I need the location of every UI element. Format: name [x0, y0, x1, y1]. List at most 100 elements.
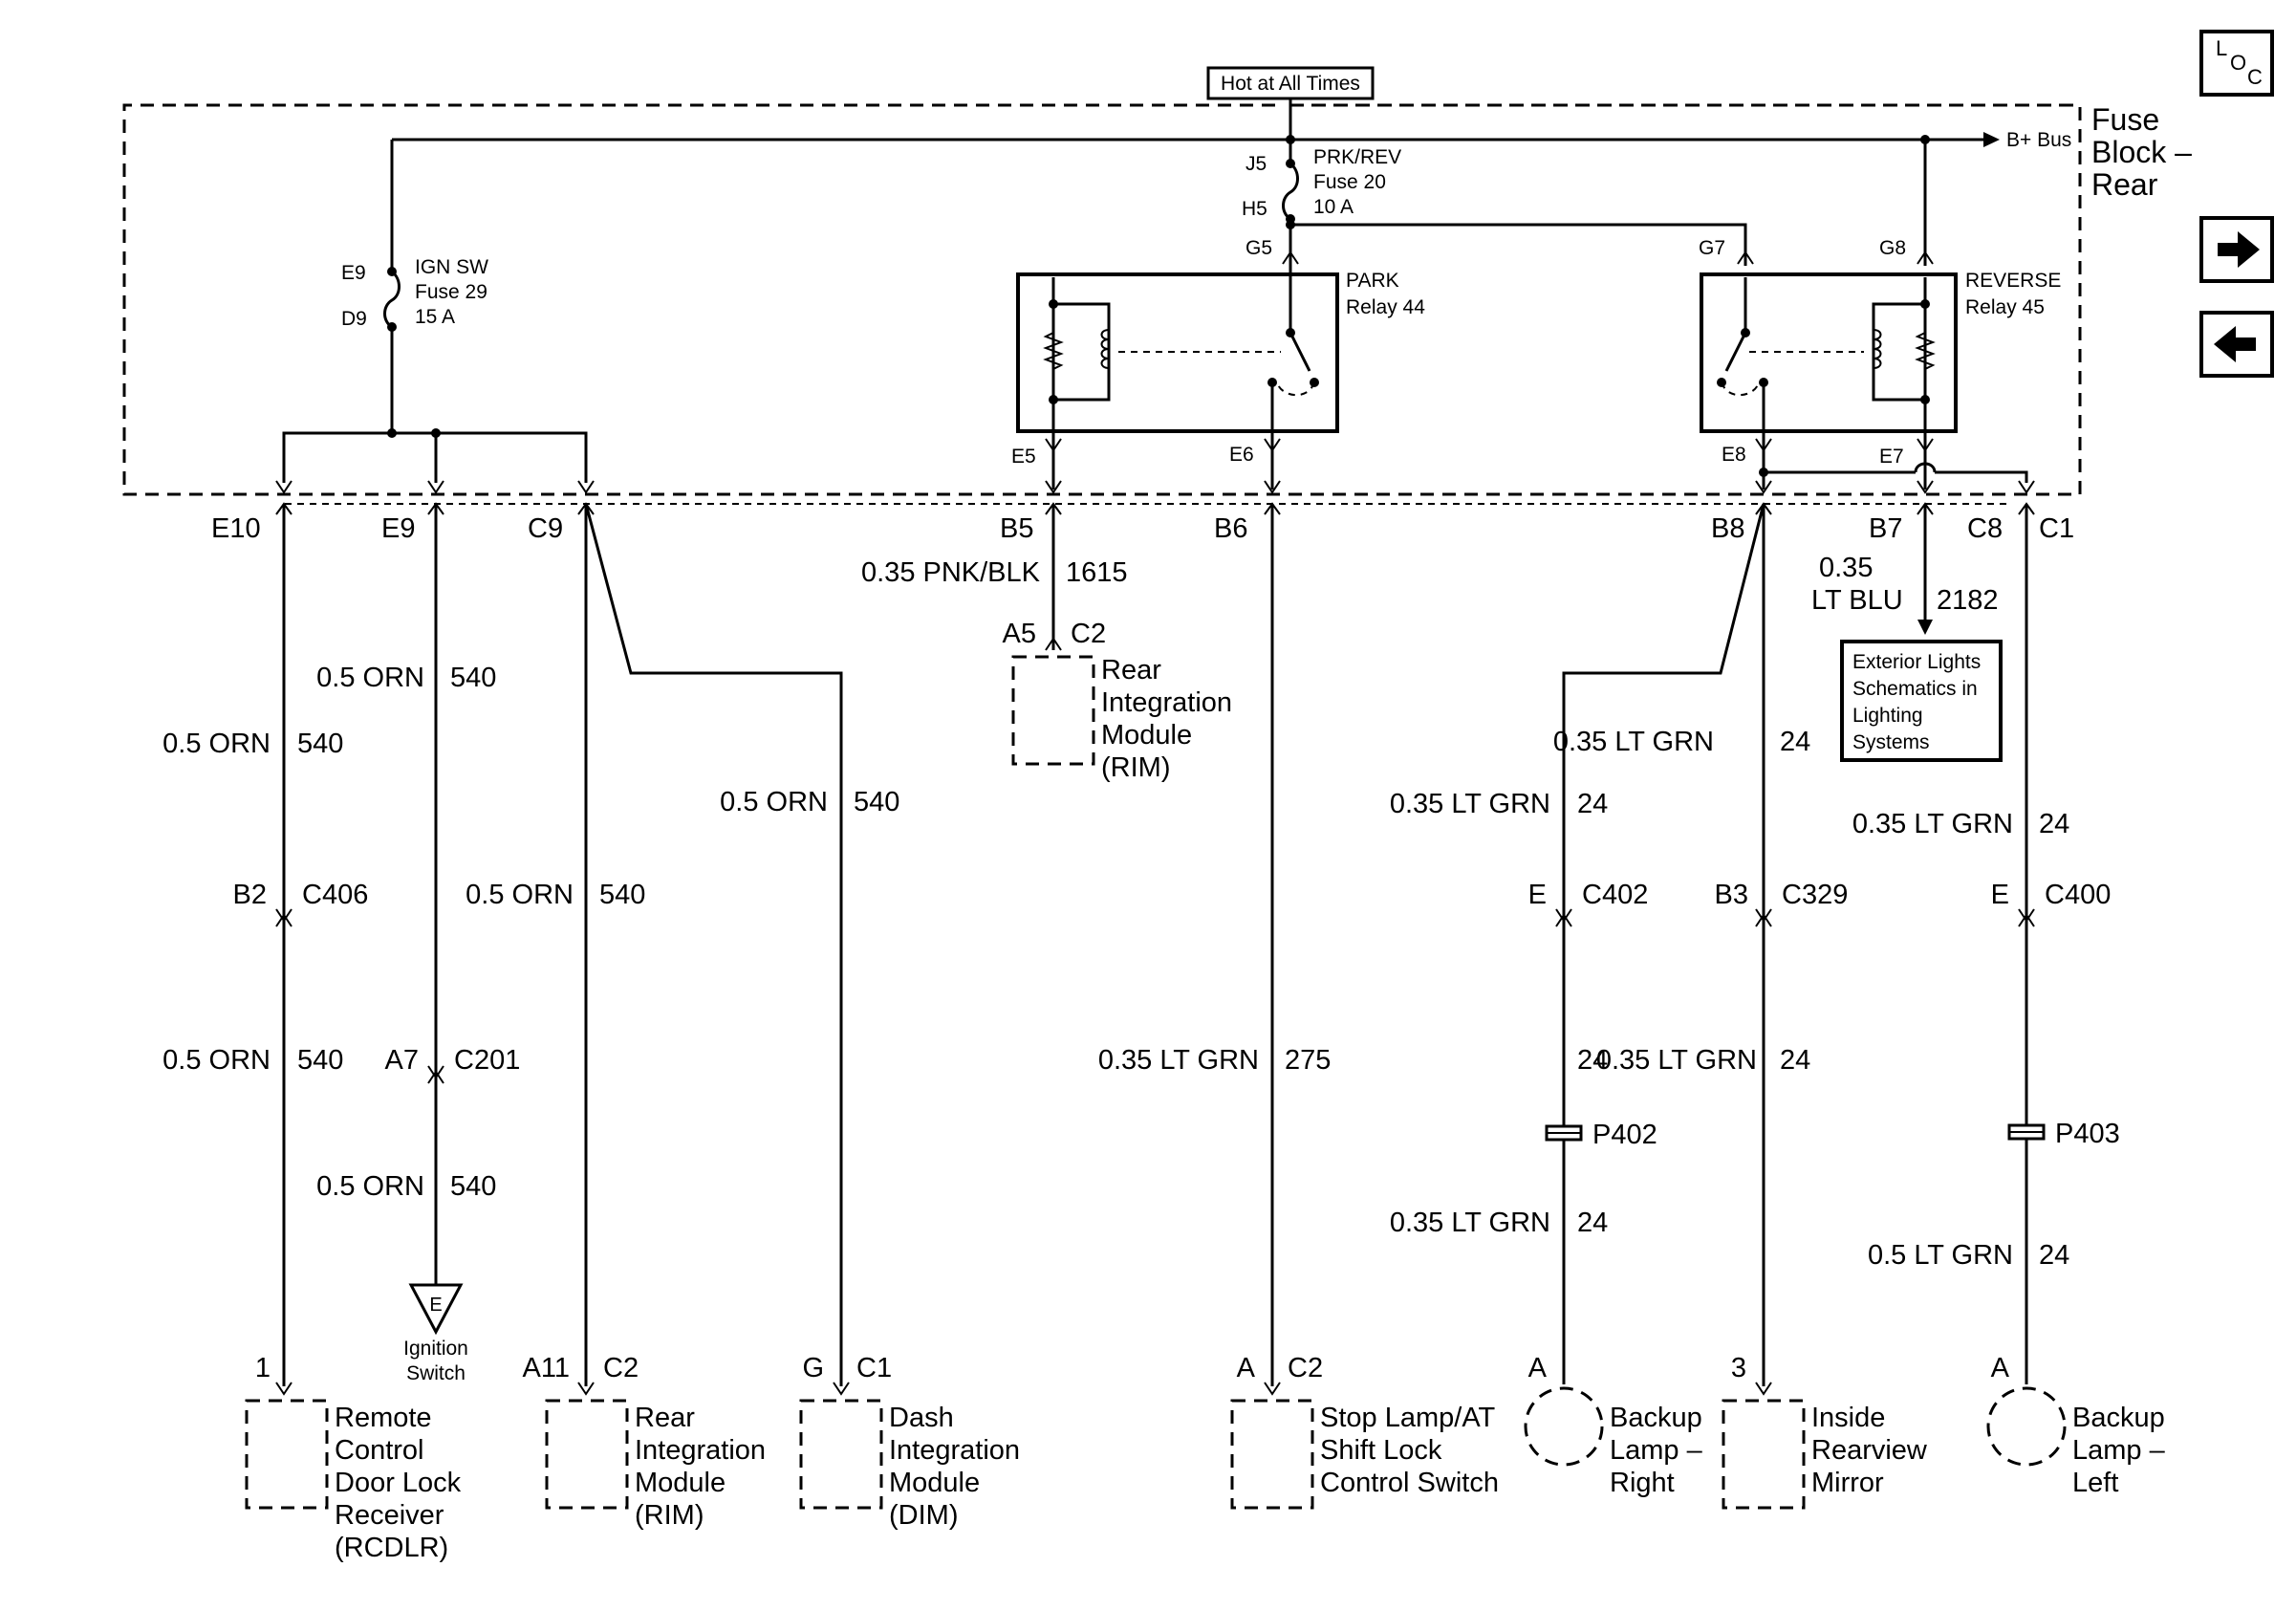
circuit-number-label: 24	[1577, 1208, 1608, 1238]
mirror-label-2: Rearview	[1811, 1435, 1928, 1466]
stop-switch-label-2: Shift Lock	[1320, 1435, 1442, 1466]
backup-right-label-2: Lamp –	[1610, 1435, 1703, 1466]
fuse-20-label-2: Fuse 20	[1313, 171, 1386, 193]
circuit-540-ignition: 0.5 ORN 540 A7 C201 0.5 ORN 540 E Igniti…	[316, 504, 520, 1384]
fuse-block-rear: Fuse Block – Rear	[122, 102, 2192, 505]
circuit-2182-exterior-lights: 0.35 LT BLU 2182 Exterior Lights Schemat…	[1811, 504, 2003, 762]
connector-c2: C2	[1071, 619, 1106, 649]
rim-pin: A11	[523, 1353, 570, 1383]
connector-c9: C9	[528, 513, 563, 544]
dim-label-1: Dash	[889, 1403, 954, 1433]
arrow-right-icon	[2218, 231, 2260, 268]
circuit-24-backup-lamp-right: 0.35 LT GRN 24 0.35 LT GRN 24 E C402 0.3…	[1390, 503, 1810, 1498]
reference-box-line-4: Systems	[1852, 731, 1930, 753]
wire-gauge-label: 0.35	[1819, 553, 1873, 583]
rcdlr-label-4: Receiver	[335, 1500, 444, 1531]
dim-connector: C1	[856, 1353, 892, 1383]
connector-a7: A7	[385, 1045, 419, 1076]
connector-e9: E9	[381, 513, 415, 544]
circuit-number-label: 2182	[1937, 585, 1999, 616]
circuit-number-label: 24	[2039, 1240, 2069, 1271]
rim-connector: C2	[603, 1353, 639, 1383]
rim-top-label-1: Rear	[1101, 655, 1161, 686]
wire-color-label: 0.5 ORN	[316, 1171, 424, 1202]
rcdlr-pin: 1	[255, 1353, 271, 1383]
backup-right-pin: A	[1528, 1353, 1548, 1383]
connector-c329: C329	[1782, 880, 1848, 910]
circuit-number-label: 540	[854, 787, 899, 817]
connector-a5: A5	[1003, 619, 1036, 649]
fuse-29-label-1: IGN SW	[415, 256, 488, 278]
connector-c1: C1	[2039, 513, 2074, 544]
circuit-24-backup-lamp-left: 0.35 LT GRN 24 E C400 P403 0.5 LT GRN 24…	[1852, 504, 2166, 1498]
reverse-relay-pin-g8: G8	[1879, 237, 1906, 259]
circuit-number-label: 1615	[1066, 557, 1128, 588]
circuit-1615-rim: 0.35 PNK/BLK 1615 A5 C2 Rear Integration…	[861, 504, 1232, 783]
mirror-label-3: Mirror	[1811, 1468, 1884, 1498]
wire-color-label: 0.35 LT GRN	[1852, 809, 2013, 839]
reverse-relay-pin-e7: E7	[1879, 446, 1904, 468]
wire-color-label: 0.5 ORN	[466, 880, 574, 910]
connector-b2: B2	[233, 880, 267, 910]
dim-pin: G	[802, 1353, 824, 1383]
wire-color-label: 0.35 PNK/BLK	[861, 557, 1041, 588]
connector-c400: C400	[2045, 880, 2111, 910]
arrow-left-icon	[2214, 326, 2256, 362]
splice-p403: P403	[2055, 1119, 2120, 1149]
loc-icon: L O C	[2216, 36, 2263, 89]
wire-color-label: 0.35 LT GRN	[1098, 1045, 1259, 1076]
park-relay-label-2: Relay 44	[1346, 296, 1425, 318]
wire-color-label: 0.5 ORN	[316, 663, 424, 693]
park-relay-pin-g5: G5	[1245, 237, 1272, 259]
stop-switch-connector: C2	[1288, 1353, 1323, 1383]
fuse-block-label-3: Rear	[2091, 167, 2158, 202]
splice-p402: P402	[1592, 1120, 1657, 1150]
wire-color-label: 0.5 ORN	[720, 787, 828, 817]
bplus-bus-label: B+ Bus	[2006, 129, 2071, 151]
fuse-block-label-2: Block –	[2091, 135, 2192, 169]
connector-b5: B5	[1000, 513, 1033, 544]
wire-color-label: 0.35 LT GRN	[1390, 1208, 1550, 1238]
connector-e10: E10	[211, 513, 261, 544]
connector-b6: B6	[1214, 513, 1247, 544]
connector-c406: C406	[302, 880, 368, 910]
reverse-relay-45: REVERSE Relay 45 E8 E7	[1700, 270, 2061, 494]
stop-switch-label-3: Control Switch	[1320, 1468, 1499, 1498]
fuse-29-ign-sw: E9 D9 IGN SW Fuse 29 15 A	[275, 140, 595, 494]
circuit-number-label: 540	[450, 663, 496, 693]
loc-button[interactable]: L O C	[2199, 30, 2274, 97]
ignition-switch-label-1: Ignition	[403, 1338, 468, 1360]
svg-text:O: O	[2230, 51, 2246, 75]
rim-label-4: (RIM)	[635, 1500, 704, 1531]
svg-text:C: C	[2247, 65, 2263, 89]
connector-b7: B7	[1869, 513, 1902, 544]
fuse-20-pin-h5: H5	[1242, 198, 1267, 220]
circuit-540-rim: 0.5 ORN 540 A11 C2 Rear Integration Modu…	[466, 504, 766, 1531]
circuit-number-label: 540	[297, 1045, 343, 1076]
reference-box-line-2: Schematics in	[1852, 678, 1978, 700]
backup-left-pin: A	[1991, 1353, 2010, 1383]
previous-page-button[interactable]	[2199, 311, 2274, 378]
circuit-number-label: 24	[1780, 1045, 1810, 1076]
fuse-20-pin-j5: J5	[1245, 153, 1267, 175]
ignition-switch-label-2: Switch	[406, 1362, 466, 1384]
backup-right-label-1: Backup	[1610, 1403, 1702, 1433]
connector-c402: C402	[1582, 880, 1648, 910]
fuse-20-label-1: PRK/REV	[1313, 146, 1401, 168]
park-relay-pin-e6: E6	[1229, 444, 1254, 466]
circuit-540-dim: 0.5 ORN 540 G C1 Dash Integration Module…	[584, 503, 1020, 1531]
reverse-relay-pin-g7: G7	[1699, 237, 1725, 259]
wire-color-label: 0.35 LT GRN	[1553, 727, 1714, 757]
mirror-pin: 3	[1731, 1353, 1746, 1383]
next-page-button[interactable]	[2199, 216, 2274, 283]
rcdlr-label-3: Door Lock	[335, 1468, 462, 1498]
fuse-block-label-1: Fuse	[2091, 102, 2159, 137]
wire-color-label: 0.5 LT GRN	[1868, 1240, 2013, 1271]
circuit-number-label: 275	[1285, 1045, 1331, 1076]
park-relay-44: PARK Relay 44 E5 E6	[1011, 270, 1425, 494]
ignition-switch-letter: E	[429, 1295, 442, 1316]
connector-b8: B8	[1711, 513, 1744, 544]
circuit-number-label: 540	[450, 1171, 496, 1202]
connector-c201: C201	[454, 1045, 520, 1076]
